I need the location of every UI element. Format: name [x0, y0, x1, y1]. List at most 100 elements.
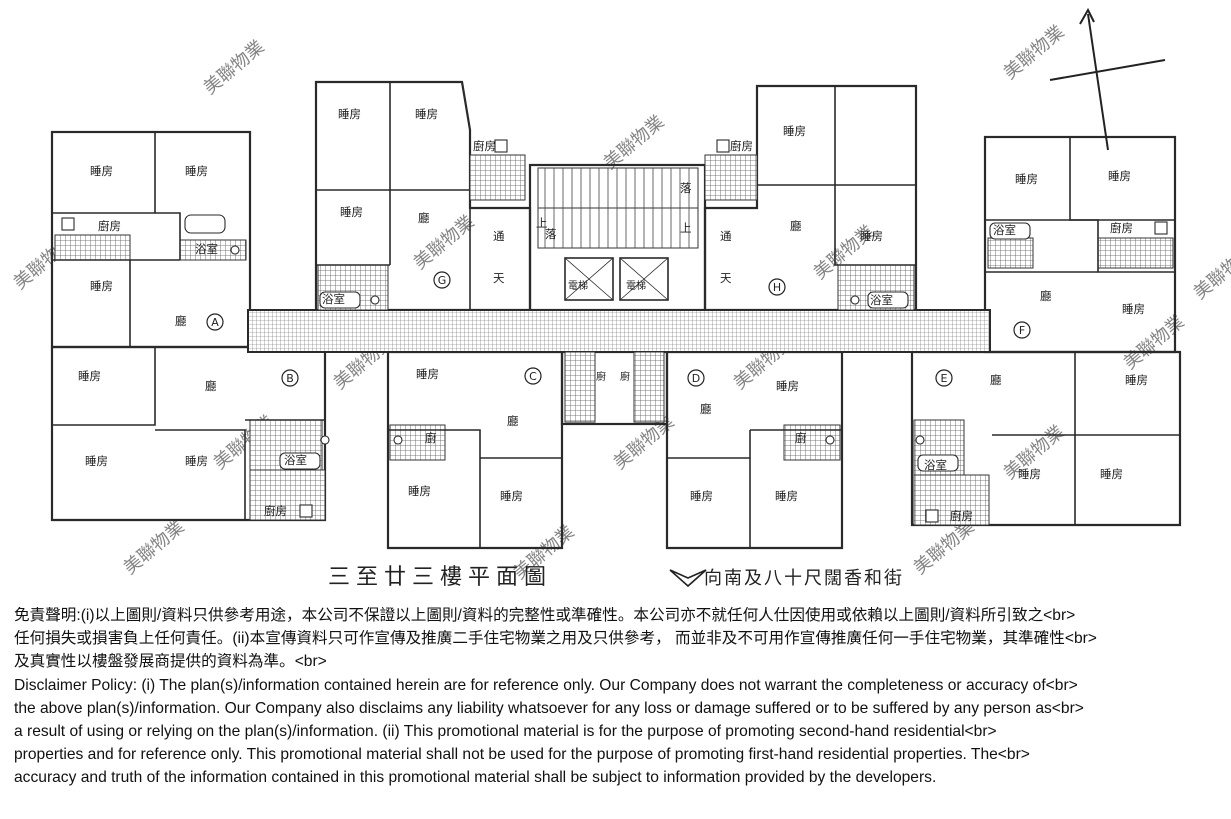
label-bedroom-b2: 睡房 [85, 454, 108, 468]
disclaimer-en-1: Disclaimer Policy: (i) The plan(s)/infor… [14, 676, 1078, 694]
label-living-d: 廳 [700, 402, 712, 416]
label-bedroom-h2: 睡房 [860, 229, 883, 243]
label-living-h: 廳 [790, 219, 802, 233]
label-bath-h: 浴室 [870, 293, 893, 307]
label-kitchen-d: 廚 [795, 431, 807, 445]
disclaimer-en-5: accuracy and truth of the information co… [14, 769, 937, 787]
label-living-f: 廳 [1040, 289, 1052, 303]
label-bedroom-d3: 睡房 [775, 489, 798, 503]
svg-text:A: A [211, 316, 219, 329]
unit-marker-a: A [206, 313, 224, 331]
watermark-logo: 美聯物業 [120, 516, 189, 578]
watermark-logo: 美聯物業 [1000, 21, 1069, 83]
label-lightwell-h1: 通 [720, 229, 732, 243]
label-bedroom-e2: 睡房 [1018, 467, 1041, 481]
unit-marker-c: C [524, 367, 542, 385]
direction-arrow-icon [669, 569, 707, 588]
label-bedroom-g2: 睡房 [415, 107, 438, 121]
label-bedroom-d1: 睡房 [776, 379, 799, 393]
label-bedroom-c3: 睡房 [500, 489, 523, 503]
disclaimer-en-2: the above plan(s)/information. Our Compa… [14, 699, 1084, 717]
disclaimer-zh-1: 免責聲明:(i)以上圖則/資料只供參考用途，本公司不保證以上圖則/資料的完整性或… [14, 607, 1076, 624]
label-bedroom-b1: 睡房 [78, 369, 101, 383]
label-lightwell-h2: 天 [720, 271, 732, 285]
disclaimer-en-4: properties and for reference only. This … [14, 746, 1030, 764]
unit-b-outline [50, 347, 327, 522]
svg-text:F: F [1019, 324, 1025, 337]
label-lightwell-g2: 天 [493, 271, 505, 285]
unit-marker-h: H [768, 278, 786, 296]
label-bedroom-c2: 睡房 [408, 484, 431, 498]
unit-e-outline [910, 350, 1182, 527]
room-partitions [52, 82, 1180, 548]
unit-marker-d: D [687, 369, 705, 387]
disclaimer-en-3: a result of using or relying on the plan… [14, 723, 997, 741]
unit-marker-b: B [281, 369, 299, 387]
disclaimer: 免責聲明:(i)以上圖則/資料只供參考用途，本公司不保證以上圖則/資料的完整性或… [14, 604, 1231, 790]
label-bedroom-e1: 睡房 [1125, 373, 1148, 387]
unit-marker-g: G [433, 271, 451, 289]
svg-text:H: H [773, 281, 781, 294]
svg-text:G: G [438, 274, 447, 287]
disclaimer-zh-2: 任何損失或損害負上任何責任。(ii)本宣傳資料只可作宣傳及推廣二手住宅物業之用及… [14, 630, 1097, 648]
svg-text:B: B [286, 372, 294, 385]
svg-text:D: D [692, 372, 700, 385]
label-stair-up-2: 上 [680, 221, 692, 235]
label-kitchen-core1: 廚 [596, 370, 606, 383]
unit-markers: A B C D E F G H [206, 271, 1031, 387]
label-bedroom-a1: 睡房 [90, 164, 113, 178]
orientation-note: 向南及八十尺闊香和街 [704, 568, 904, 589]
label-living-g: 廳 [418, 211, 430, 225]
label-living-a: 廳 [175, 314, 187, 328]
label-bedroom-f3: 睡房 [1122, 302, 1145, 316]
label-kitchen-b: 廚房 [264, 504, 287, 518]
room-labels: 睡房 睡房 睡房 廳 廚房 浴室 睡房 廳 睡房 睡房 浴室 廚房 睡房 睡房 … [78, 107, 1148, 523]
label-kitchen-c: 廚 [425, 431, 437, 445]
north-arrow-icon [1049, 7, 1166, 151]
watermark-logo: 美聯物業 [1190, 241, 1231, 303]
label-living-e: 廳 [990, 373, 1002, 387]
label-bedroom-g1: 睡房 [338, 107, 361, 121]
label-bedroom-g3: 睡房 [340, 205, 363, 219]
label-kitchen-g: 廚房 [473, 139, 496, 153]
unit-marker-f: F [1013, 321, 1031, 339]
label-bath-a: 浴室 [195, 242, 218, 256]
disclaimer-zh-3: 及真實性以樓盤發展商提供的資料為準。<br> [14, 653, 327, 671]
label-kitchen-h: 廚房 [730, 139, 753, 153]
label-kitchen-a: 廚房 [98, 219, 121, 233]
fixtures [61, 139, 1168, 523]
label-bath-f: 浴室 [993, 223, 1016, 237]
label-bedroom-a2: 睡房 [185, 164, 208, 178]
label-bath-b: 浴室 [284, 453, 307, 467]
svg-text:E: E [941, 372, 948, 385]
label-stair-up-1: 上 [536, 216, 548, 230]
corridor [247, 309, 991, 353]
label-bath-e: 浴室 [924, 458, 947, 472]
label-bedroom-h1: 睡房 [783, 124, 806, 138]
label-stair-down-2: 落 [680, 181, 692, 195]
label-lift-1: 電梯 [568, 279, 588, 292]
label-kitchen-core2: 廚 [620, 370, 630, 383]
unit-marker-e: E [935, 369, 953, 387]
floor-plan: 美聯物業美聯物業美聯物業美聯物業美聯物業美聯物業美聯物業美聯物業美聯物業美聯物業… [10, 7, 1231, 590]
plan-title: 三至廿三樓平面圖 [328, 565, 552, 590]
watermark-logo: 美聯物業 [200, 36, 269, 98]
label-bedroom-f1: 睡房 [1015, 172, 1038, 186]
label-lightwell-g1: 通 [493, 229, 505, 243]
label-kitchen-f: 廚房 [1110, 221, 1133, 235]
label-kitchen-e: 廚房 [950, 509, 973, 523]
lift-shafts [564, 257, 669, 301]
label-bedroom-f2: 睡房 [1108, 169, 1131, 183]
label-living-c: 廳 [507, 414, 519, 428]
label-bedroom-e3: 睡房 [1100, 467, 1123, 481]
staircase [537, 167, 699, 249]
watermark-logo: 美聯物業 [1120, 311, 1189, 373]
label-bedroom-c1: 睡房 [416, 367, 439, 381]
label-bedroom-b3: 睡房 [185, 454, 208, 468]
label-living-b: 廳 [205, 379, 217, 393]
label-bath-g: 浴室 [322, 292, 345, 306]
label-bedroom-a3: 睡房 [90, 279, 113, 293]
svg-text:C: C [529, 370, 537, 383]
label-stair-down-1: 落 [545, 227, 557, 241]
label-bedroom-d2: 睡房 [690, 489, 713, 503]
